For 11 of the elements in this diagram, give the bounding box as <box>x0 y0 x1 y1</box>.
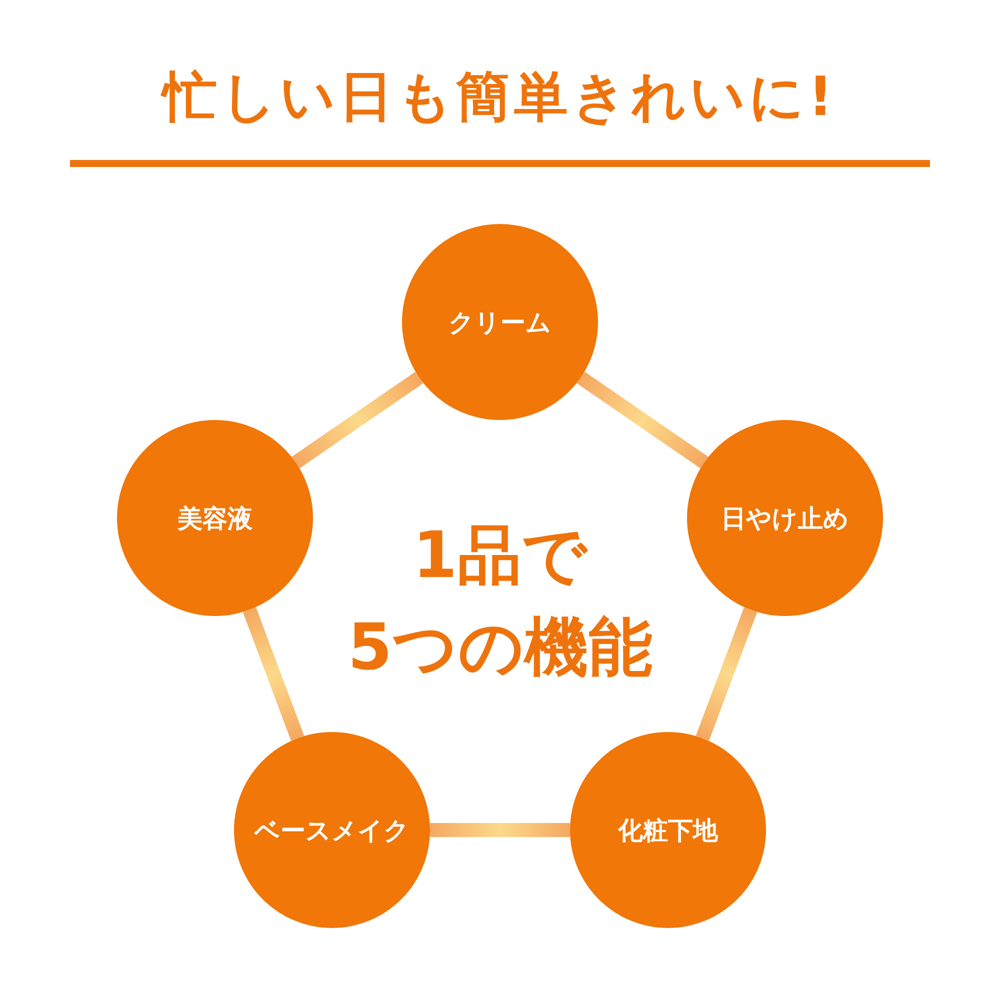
center-slogan: 1品で5つの機能 <box>346 518 654 687</box>
connector-line <box>430 823 570 837</box>
connector-line <box>292 372 424 468</box>
connector-line <box>696 607 758 741</box>
feature-label: 化粧下地 <box>618 814 718 846</box>
feature-label: ベースメイク <box>254 814 410 846</box>
connector-line <box>576 372 708 468</box>
feature-label: クリーム <box>448 306 552 338</box>
feature-label: 美容液 <box>178 502 252 534</box>
feature-label: 日やけ止め <box>721 502 849 534</box>
title: 忙しい日も簡単きれいに! <box>0 62 1000 132</box>
